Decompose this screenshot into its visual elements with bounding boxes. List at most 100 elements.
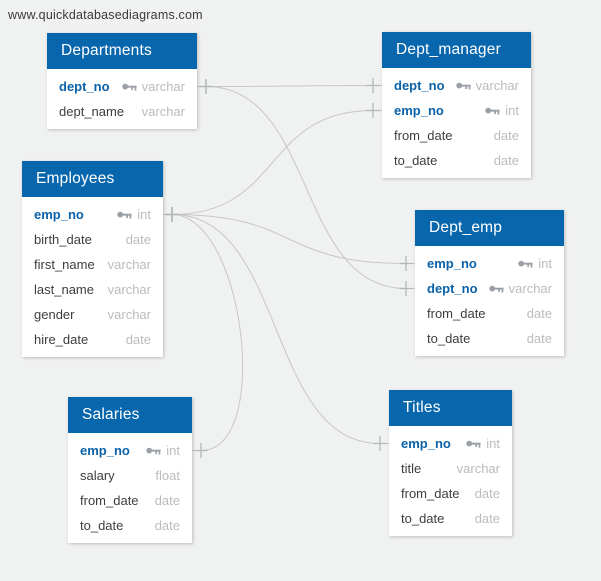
field-meta: date [527, 306, 552, 321]
field-row-from_date: from_date date [415, 301, 564, 326]
field-name: from_date [80, 493, 139, 508]
field-type: date [154, 518, 180, 533]
field-meta: date [475, 486, 500, 501]
cardinality-one-marker [165, 207, 179, 222]
field-meta: date [126, 332, 151, 347]
field-name: emp_no [427, 256, 477, 271]
field-type: date [125, 332, 151, 347]
field-name: dept_no [394, 78, 445, 93]
relationship-line-employees-dept_emp[interactable] [163, 214, 415, 264]
cardinality-one-marker [366, 78, 380, 93]
field-type: int [486, 436, 500, 451]
table-header[interactable]: Departments [47, 33, 197, 69]
field-type: date [474, 511, 500, 526]
field-meta: int [146, 443, 180, 458]
table-header[interactable]: Dept_emp [415, 210, 564, 246]
table-title: Dept_emp [429, 219, 503, 236]
field-name: emp_no [394, 103, 444, 118]
primary-key-icon [117, 211, 132, 219]
field-type: varchar [141, 79, 185, 94]
relationship-line-departments-dept_manager[interactable] [197, 85, 382, 87]
field-type: date [474, 486, 500, 501]
field-name: emp_no [34, 207, 84, 222]
field-name: emp_no [401, 436, 451, 451]
field-meta: varchar [108, 307, 151, 322]
field-name: birth_date [34, 232, 92, 247]
field-name: gender [34, 307, 75, 322]
cardinality-one-marker [373, 436, 387, 451]
relationship-line-employees-salaries[interactable] [163, 214, 244, 451]
primary-key-icon [518, 260, 533, 268]
field-type: date [493, 128, 519, 143]
field-name: emp_no [80, 443, 130, 458]
relationship-line-employees-dept_manager[interactable] [163, 110, 382, 215]
field-row-emp_no: emp_no int [68, 438, 192, 463]
field-name: to_date [394, 153, 438, 168]
field-row-first_name: first_name varchar [22, 252, 163, 277]
field-meta: varchar [488, 281, 552, 296]
table-header[interactable]: Titles [389, 390, 512, 426]
watermark-link[interactable]: www.quickdatabasediagrams.com [8, 8, 203, 22]
primary-key-icon [485, 107, 500, 115]
field-meta: float [155, 468, 180, 483]
field-meta: varchar [121, 79, 185, 94]
field-meta: varchar [457, 461, 500, 476]
relationship-line-departments-dept_emp[interactable] [197, 86, 415, 289]
field-row-emp_no: emp_no int [389, 431, 512, 456]
field-type: int [505, 103, 519, 118]
field-name: dept_name [59, 104, 125, 119]
table-header[interactable]: Dept_manager [382, 32, 531, 68]
field-row-gender: gender varchar [22, 302, 163, 327]
table-title: Departments [61, 42, 152, 59]
field-type: date [526, 331, 552, 346]
field-meta: varchar [142, 104, 185, 119]
field-meta: date [126, 232, 151, 247]
field-meta: date [494, 153, 519, 168]
cardinality-one-marker [399, 281, 413, 296]
field-type: int [137, 207, 151, 222]
field-type: varchar [107, 307, 151, 322]
cardinality-one-marker [366, 103, 380, 118]
field-meta: varchar [108, 257, 151, 272]
field-row-title: title varchar [389, 456, 512, 481]
table-header[interactable]: Employees [22, 161, 163, 197]
field-name: from_date [427, 306, 486, 321]
table-title: Employees [36, 170, 115, 187]
field-name: title [401, 461, 422, 476]
field-meta: date [475, 511, 500, 526]
primary-key-icon [146, 447, 161, 455]
field-row-to_date: to_date date [389, 506, 512, 531]
primary-key-icon [455, 82, 471, 90]
table-header[interactable]: Salaries [68, 397, 192, 433]
field-meta: date [494, 128, 519, 143]
field-type: varchar [456, 461, 500, 476]
field-name: first_name [34, 257, 95, 272]
cardinality-one-marker [194, 443, 208, 458]
relationship-line-employees-titles[interactable] [163, 214, 389, 444]
field-row-dept_name: dept_name varchar [47, 99, 197, 124]
field-name: dept_no [427, 281, 478, 296]
field-type: varchar [107, 282, 151, 297]
cardinality-one-marker [199, 79, 213, 94]
cardinality-one-marker [399, 256, 413, 271]
field-name: to_date [401, 511, 445, 526]
